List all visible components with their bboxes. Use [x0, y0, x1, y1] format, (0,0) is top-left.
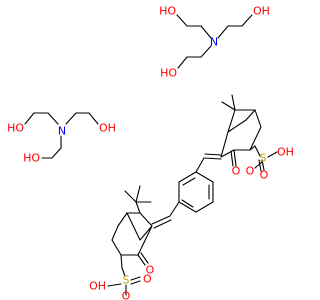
lower-ketone-bond — [137, 252, 149, 266]
triethanolamine-left: N HO OH HO — [7, 112, 116, 165]
molecule-canvas: N HO OH HO N HO OH HO O S OH O O — [7, 5, 294, 300]
tea-top-oh-2: OH — [253, 5, 270, 18]
triethanolamine-top: N HO OH HO — [159, 5, 270, 80]
camphor-unit-lower: O S OH O O — [89, 185, 180, 300]
tea-left-oh-2: OH — [99, 122, 116, 135]
upper-link-bonds — [195, 153, 222, 173]
benzene-ring — [178, 171, 214, 213]
upper-sulfo-o1: O — [260, 169, 269, 182]
tea-top-oh-3: HO — [160, 67, 177, 80]
tea-top-n-label: N — [210, 36, 218, 49]
lower-sulfur: S — [123, 274, 130, 287]
upper-sulfo-o2: O — [246, 165, 255, 178]
upper-ketone-bond — [230, 149, 237, 167]
benzene-bonds — [178, 171, 214, 213]
lower-sulfo-oh: OH — [89, 280, 106, 293]
camphor-unit-upper: O S OH O O — [195, 94, 294, 182]
lower-sulfo-bonds — [107, 254, 141, 296]
tea-left-oh-3: HO — [23, 152, 40, 165]
lower-sulfo-o1: O — [143, 273, 152, 286]
upper-sulfur: S — [260, 152, 267, 165]
lower-bicycle-bonds — [111, 185, 153, 256]
upper-sulfo-bonds — [249, 145, 278, 172]
tea-left-bonds — [24, 112, 99, 159]
lower-link-bonds — [151, 201, 180, 229]
tea-left-oh-1: HO — [7, 122, 24, 135]
tea-top-oh-1: HO — [159, 5, 176, 18]
tea-top-bonds — [176, 14, 253, 69]
upper-bicycle-bonds — [220, 94, 262, 158]
upper-sulfo-oh: OH — [277, 146, 294, 159]
lower-ketone-o: O — [146, 264, 155, 277]
upper-ketone-o: O — [232, 165, 241, 178]
tea-left-n-label: N — [58, 125, 66, 138]
lower-sulfo-o2: O — [122, 290, 131, 300]
structure-drawing: N HO OH HO N HO OH HO O S OH O O — [7, 5, 294, 300]
